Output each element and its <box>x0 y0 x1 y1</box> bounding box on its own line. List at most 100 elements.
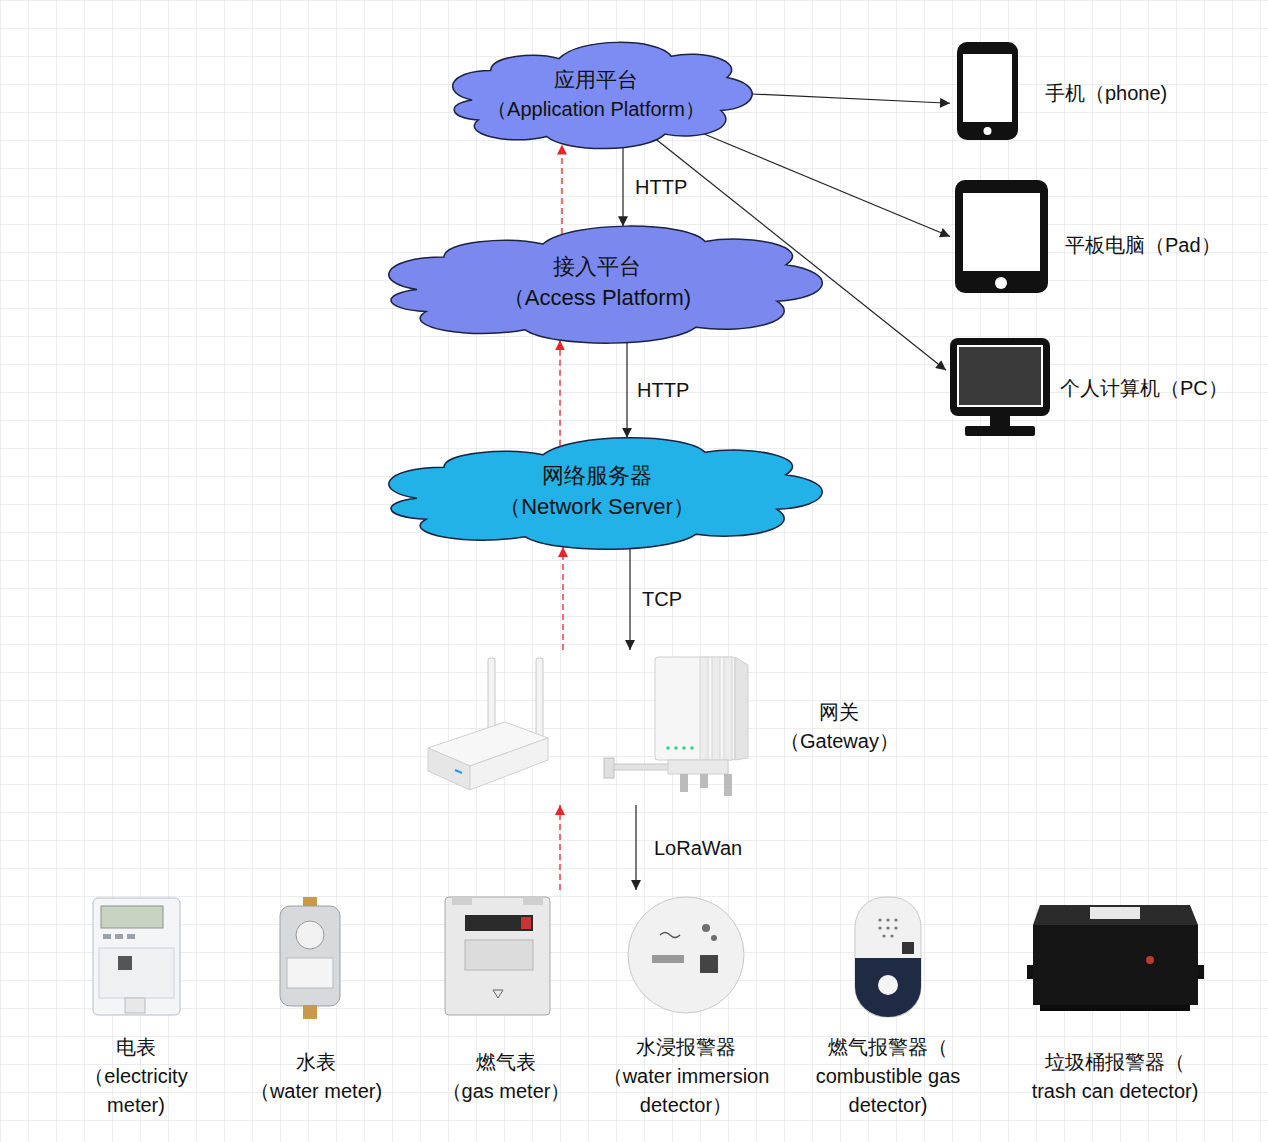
electricity-meter-icon-part <box>118 956 132 970</box>
gas-detector-icon-part <box>894 918 897 921</box>
sensor-device: 垃圾桶报警器（trash can detector) <box>1015 890 1215 1125</box>
lora-gateway-icon-part <box>674 746 678 750</box>
gas-detector-icon-part <box>886 926 889 929</box>
cloud-outline <box>372 430 822 554</box>
lora-gateway-icon-part <box>604 758 614 778</box>
label-group: 网络服务器（Network Server） <box>372 430 822 554</box>
electricity-meter-icon-part <box>125 998 145 1013</box>
node-label: 应用平台 <box>554 65 638 94</box>
electricity-meter-icon <box>93 898 180 1015</box>
electricity-meter-icon-part <box>115 934 123 939</box>
node-label: （gas meter） <box>426 1077 586 1106</box>
node-label: （Access Platform) <box>503 283 691 314</box>
trash-detector-icon-part <box>1033 905 1198 925</box>
water-meter-icon-part <box>287 958 333 988</box>
router-icon-part <box>536 658 543 738</box>
pc-icon-part <box>965 426 1035 436</box>
node-label: 个人计算机（PC） <box>1060 374 1228 403</box>
gas-detector-icon-part <box>902 942 914 954</box>
uplink-arrow <box>559 340 560 445</box>
lora-gateway-icon-part <box>607 764 677 770</box>
water-detector-icon-part <box>652 955 684 963</box>
pc-icon-part <box>950 338 1050 416</box>
gas-meter-icon <box>445 897 550 1015</box>
trash-detector-icon-part <box>1146 956 1154 964</box>
label-group: 燃气报警器（combustible gas detector) <box>798 1028 978 1125</box>
sensor-device: 电表（electricity meter) <box>61 890 211 1125</box>
client-device: 手机（phone) <box>950 40 1240 142</box>
connector-arrow <box>704 134 950 237</box>
gas-detector-icon <box>855 897 921 1017</box>
lora-gateway-icon-part <box>735 657 748 760</box>
edge-label: HTTP <box>637 378 689 402</box>
phone-icon-part <box>957 42 1018 140</box>
water-detector-icon-part <box>711 935 717 941</box>
water-detector-icon-part <box>660 933 680 938</box>
node-label: 燃气报警器（ <box>798 1033 978 1062</box>
label-group: 平板电脑（Pad） <box>1065 231 1221 260</box>
cloud-outline <box>441 35 752 153</box>
lora-gateway-icon-part <box>724 774 732 796</box>
node-label: （water immersion detector） <box>586 1062 786 1120</box>
electricity-meter-icon-part <box>103 934 111 939</box>
water-meter-icon <box>280 897 340 1019</box>
lora-gateway-icon-part <box>690 746 694 750</box>
uplink-arrow <box>559 805 560 890</box>
gas-detector-icon-part <box>855 958 921 1017</box>
uplink-arrow <box>561 145 562 234</box>
node-label: combustible gas detector) <box>798 1062 978 1120</box>
platform-cloud: 接入平台（Access Platform) <box>372 218 822 348</box>
phone-icon <box>957 42 1018 140</box>
phone-icon-part <box>963 54 1012 122</box>
lora-gateway-icon-part <box>655 657 735 760</box>
label-group: 垃圾桶报警器（trash can detector) <box>1015 1028 1215 1125</box>
lora-gateway-icon <box>604 657 748 796</box>
gas-meter-icon-part <box>465 940 533 970</box>
gas-detector-icon-part <box>894 926 897 929</box>
water-meter-icon-part <box>280 906 340 1006</box>
gas-meter-icon-part <box>452 897 472 905</box>
sensor-device: 燃气报警器（combustible gas detector) <box>798 890 978 1125</box>
label-group: 电表（electricity meter) <box>61 1028 211 1125</box>
pc-icon <box>950 338 1050 436</box>
water-detector-icon-part <box>700 955 718 973</box>
node-label: 网络服务器 <box>542 461 652 492</box>
node-label: trash can detector) <box>1015 1077 1215 1106</box>
node-label: 接入平台 <box>553 252 641 283</box>
water-meter-icon-part <box>303 1005 317 1019</box>
electricity-meter-icon-part <box>127 934 135 939</box>
node-label: 电表 <box>61 1033 211 1062</box>
pad-icon-part <box>963 193 1040 271</box>
lora-gateway-icon-part <box>680 774 688 792</box>
node-label: 水浸报警器 <box>586 1033 786 1062</box>
pad-icon <box>955 180 1048 293</box>
platform-cloud: 应用平台（Application Platform） <box>441 35 752 153</box>
water-detector-icon-part <box>702 924 710 932</box>
trash-detector-icon-part <box>1040 1005 1190 1011</box>
node-label: （Gateway） <box>780 727 899 756</box>
cloud-path <box>452 42 752 148</box>
uplink-arrow <box>562 547 563 650</box>
node-label: （water meter) <box>231 1077 401 1106</box>
edge-label: TCP <box>642 587 682 611</box>
gas-detector-icon-part <box>890 934 893 937</box>
connector-arrow <box>629 549 630 650</box>
label-group: 网关（Gateway） <box>780 698 899 756</box>
pad-icon-part <box>995 277 1007 289</box>
node-label: 手机（phone) <box>1045 79 1167 108</box>
node-label: （Network Server） <box>499 492 695 523</box>
node-label: （electricity meter) <box>61 1062 211 1120</box>
node-label: 网关 <box>780 698 899 727</box>
gateway-node: 网关（Gateway） <box>420 650 910 805</box>
gas-detector-icon-part <box>886 918 889 921</box>
connector-arrow <box>622 148 623 226</box>
lora-gateway-icon-part <box>666 746 670 750</box>
pad-icon-part <box>955 180 1048 293</box>
sensor-device: 水浸报警器（water immersion detector） <box>586 890 786 1125</box>
